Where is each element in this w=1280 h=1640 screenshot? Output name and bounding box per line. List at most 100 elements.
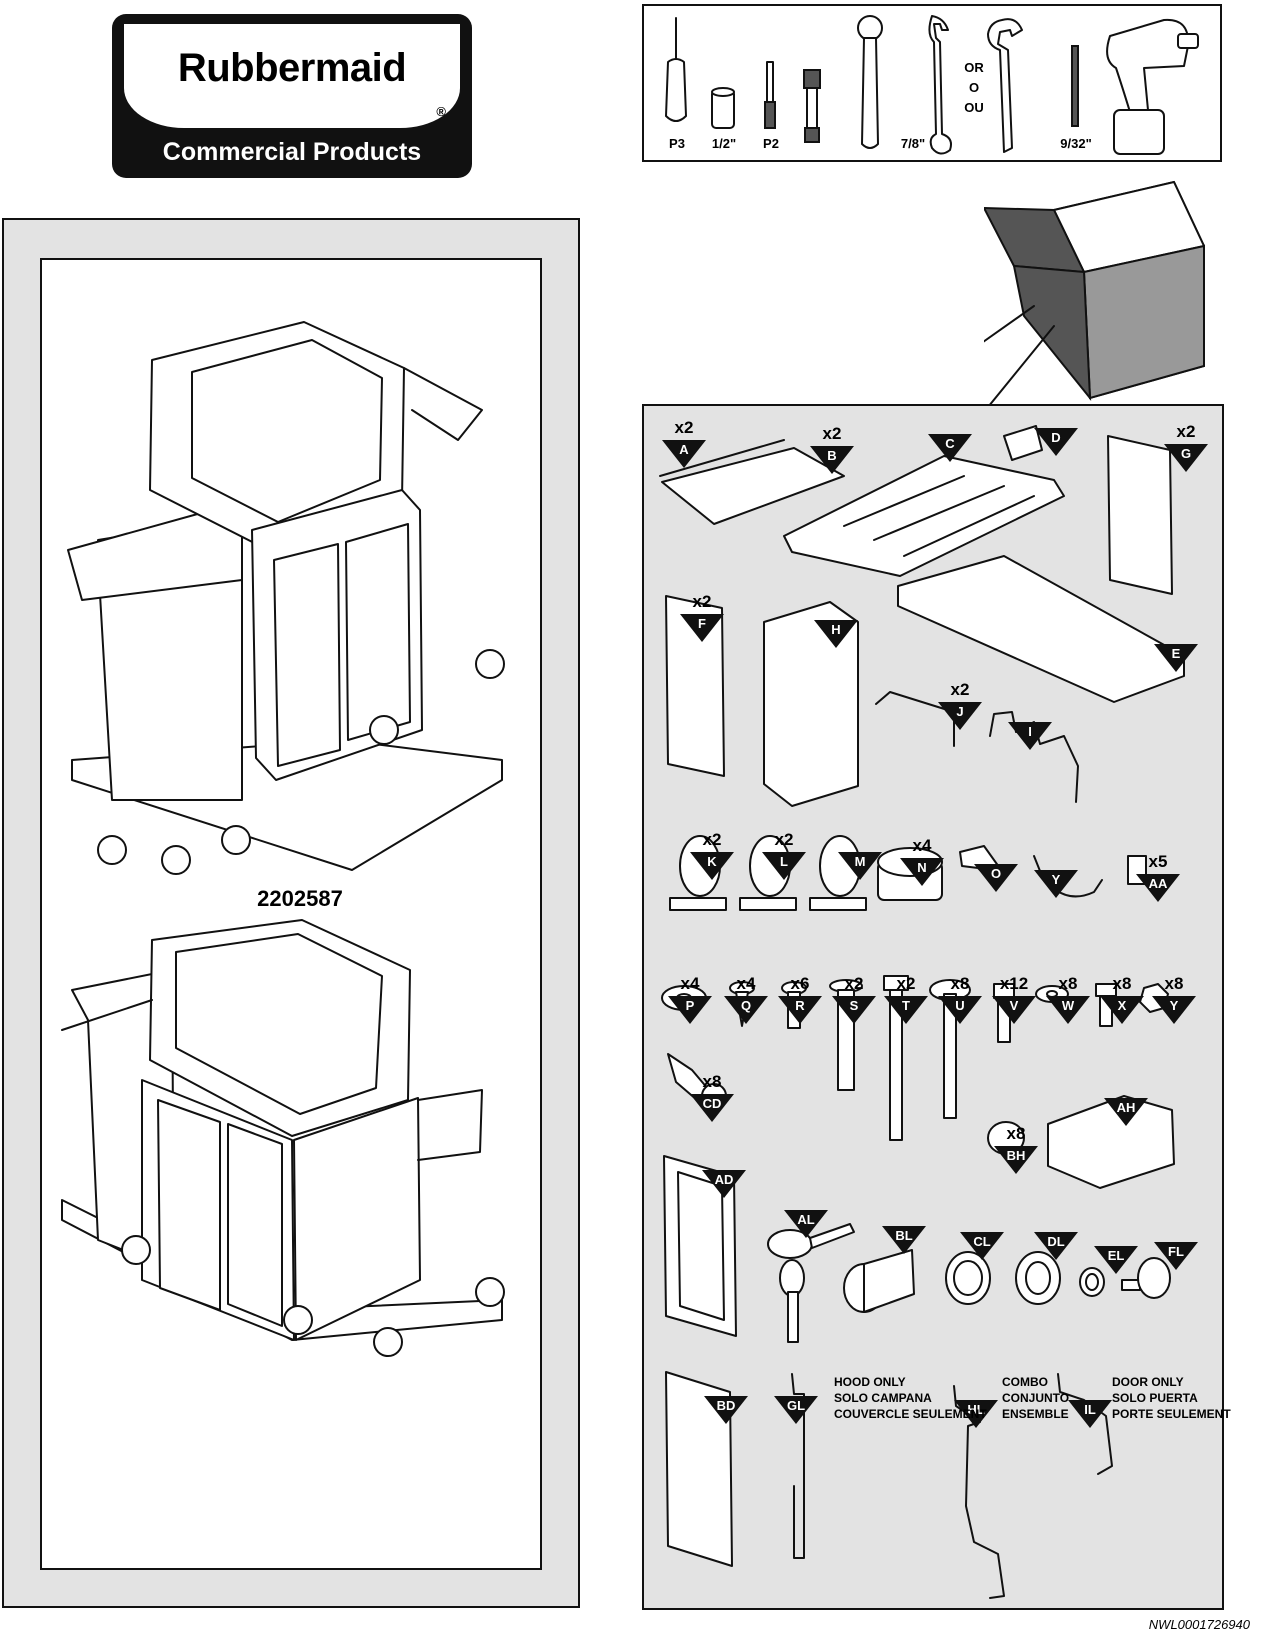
part-letter: Y — [1169, 998, 1179, 1013]
part-label-h: H — [814, 620, 858, 648]
triangle-marker-icon — [938, 702, 982, 730]
triangle-marker-icon — [994, 1146, 1038, 1174]
tool-label-wrench: 7/8" — [900, 136, 926, 151]
part-letter: O — [990, 866, 1002, 881]
part-letter: FL — [1168, 1244, 1184, 1259]
part-quantity: x5 — [1148, 852, 1168, 871]
triangle-marker-icon — [1046, 996, 1090, 1024]
wrench-icon — [928, 15, 952, 155]
part-quantity: x2 — [822, 424, 842, 443]
part-cl-ring — [945, 1251, 991, 1305]
part-label-o: O — [974, 864, 1018, 892]
note-hl-en: COMBO — [1002, 1375, 1048, 1389]
note-hl-es: CONJUNTO — [1002, 1391, 1070, 1405]
logo-top: Rubbermaid ® — [124, 24, 460, 128]
part-letter: E — [1171, 646, 1181, 661]
triangle-marker-icon — [1154, 644, 1198, 672]
part-letter: AA — [1148, 876, 1168, 891]
part-label-e: E — [1154, 644, 1198, 672]
triangle-marker-icon — [1152, 996, 1196, 1024]
part-label-aa: AA x5 — [1136, 852, 1180, 902]
note-hl-fr: ENSEMBLE — [1002, 1407, 1069, 1421]
cart-illustrations — [61, 321, 505, 1357]
part-letter: L — [780, 854, 788, 869]
note-gl-es: SOLO CAMPANA — [834, 1391, 932, 1405]
part-quantity: x4 — [736, 974, 756, 993]
triangle-marker-icon — [1136, 874, 1180, 902]
part-quantity: x8 — [1164, 974, 1184, 993]
part-d-bracket — [1003, 425, 1043, 461]
part-letter: BL — [895, 1228, 913, 1243]
tool-label-socket: 1/2" — [711, 136, 737, 151]
triangle-marker-icon — [704, 1396, 748, 1424]
part-letter: D — [1051, 430, 1061, 445]
part-el-washer — [1079, 1267, 1105, 1297]
triangle-marker-icon — [662, 440, 706, 468]
triangle-marker-icon — [1164, 444, 1208, 472]
triangle-marker-icon — [690, 852, 734, 880]
or-text-es: O — [968, 80, 980, 95]
part-quantity: x2 — [674, 418, 694, 437]
part-letter: C — [945, 436, 955, 451]
triangle-marker-icon — [1008, 722, 1052, 750]
triangle-marker-icon — [1034, 870, 1078, 898]
part-quantity: x2 — [702, 830, 722, 849]
power-drill-icon — [1106, 18, 1199, 155]
note-gl-fr: COUVERCLE SEULEMENT — [834, 1407, 987, 1421]
triangle-marker-icon — [838, 852, 882, 880]
triangle-marker-icon — [900, 858, 944, 886]
part-letter: B — [827, 448, 837, 463]
triangle-marker-icon — [724, 996, 768, 1024]
triangle-marker-icon — [762, 852, 806, 880]
part-letter: G — [1180, 446, 1192, 461]
part-quantity: x6 — [790, 974, 810, 993]
triangle-marker-icon — [668, 996, 712, 1024]
part-quantity: x2 — [1176, 422, 1196, 441]
part-label-i: I — [1008, 722, 1052, 750]
part-quantity: x2 — [896, 974, 916, 993]
triangle-marker-icon — [992, 996, 1036, 1024]
part-dl-nut — [1015, 1251, 1061, 1305]
note-il-en: DOOR ONLY — [1112, 1375, 1184, 1389]
socket-icon — [711, 87, 735, 129]
triangle-marker-icon — [778, 996, 822, 1024]
part-h-box — [763, 601, 859, 807]
part-label-il: IL — [1068, 1400, 1112, 1428]
triangle-marker-icon — [680, 614, 724, 642]
part-e-shelf — [897, 555, 1185, 703]
triangle-marker-icon — [832, 996, 876, 1024]
cart-front-view — [67, 321, 505, 875]
part-a-rod — [659, 439, 785, 477]
part-label-bl: BL — [882, 1226, 926, 1254]
part-label-al: AL — [784, 1210, 828, 1238]
part-letter: H — [831, 622, 841, 637]
screwdriver-icon — [665, 17, 687, 122]
part-letter: AH — [1116, 1100, 1136, 1115]
part-label-d: D — [1034, 428, 1078, 456]
triangle-marker-icon — [1094, 1246, 1138, 1274]
part-letter: GL — [786, 1398, 806, 1413]
triangle-marker-icon — [1034, 1232, 1078, 1260]
part-c-frame — [783, 455, 1065, 577]
part-letter: IL — [1084, 1402, 1096, 1417]
part-letter: DL — [1047, 1234, 1065, 1249]
part-letter: CD — [702, 1096, 722, 1111]
triangle-marker-icon — [702, 1170, 746, 1198]
part-quantity: x8 — [1112, 974, 1132, 993]
part-letter: I — [1028, 724, 1032, 739]
triangle-marker-icon — [810, 446, 854, 474]
part-u-bolt — [929, 979, 971, 1119]
part-label-dl: DL — [1034, 1232, 1078, 1260]
note-il-fr: PORTE SEULEMENT — [1112, 1407, 1231, 1421]
